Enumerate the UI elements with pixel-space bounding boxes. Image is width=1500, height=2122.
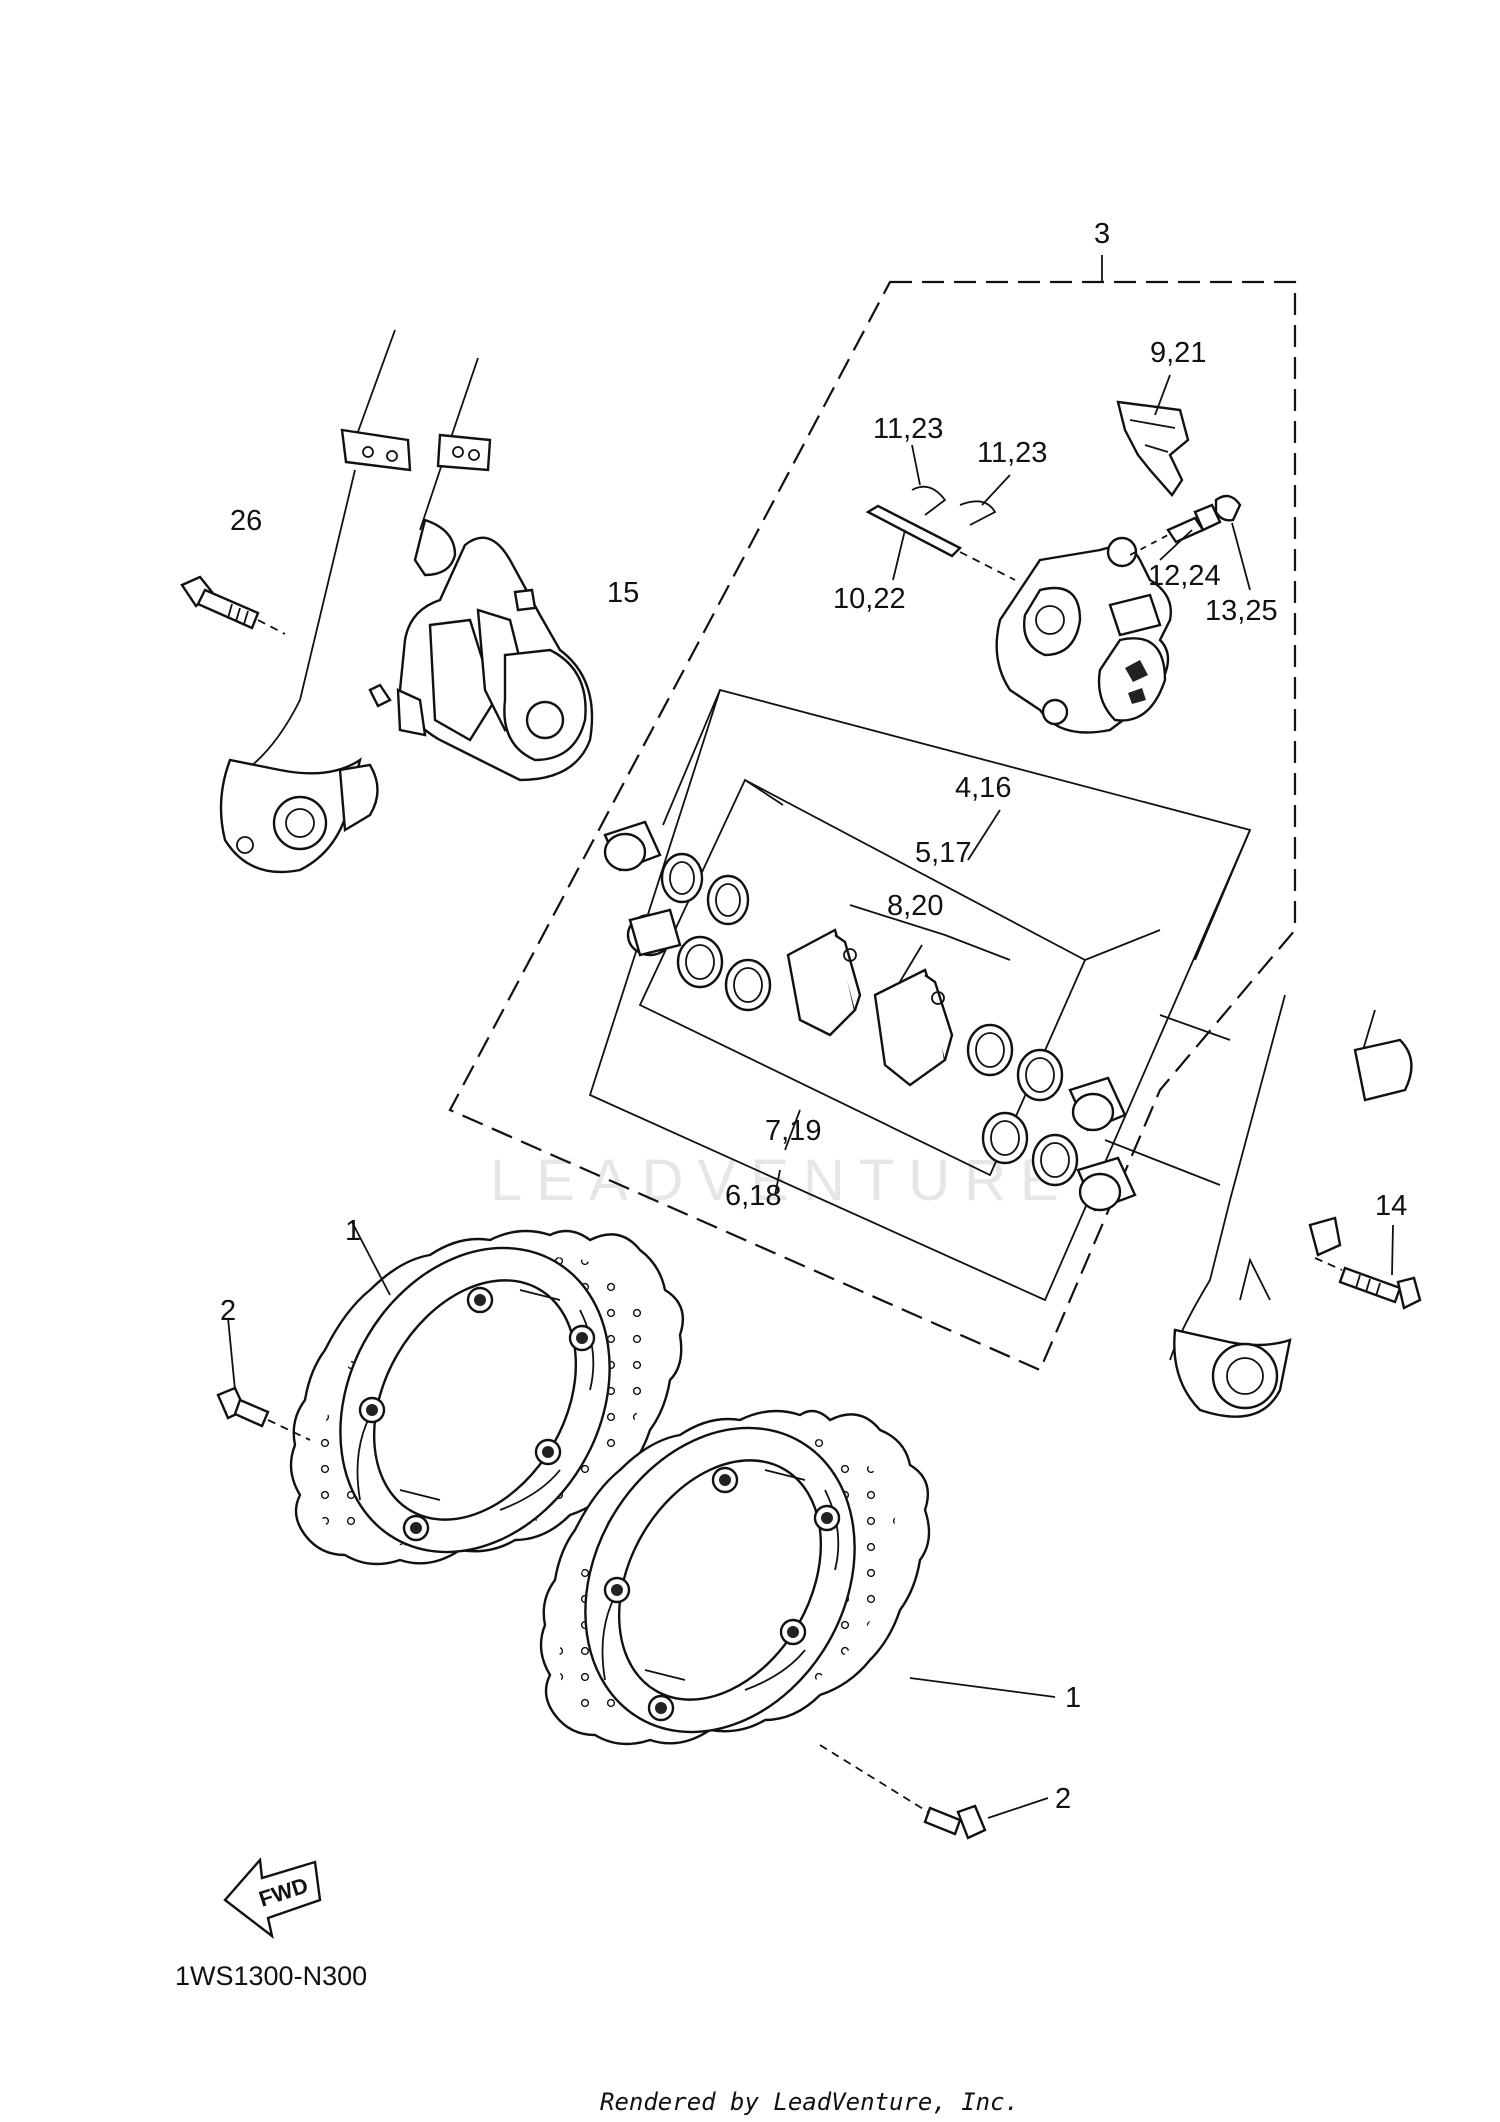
diagram-code: 1WS1300-N300 <box>175 1961 367 1991</box>
disc-bolt-2-left <box>216 1317 311 1441</box>
callout-26: 26 <box>230 505 262 537</box>
retaining-clip-11-23-b <box>959 474 1011 526</box>
caliper-bolt-14 <box>1314 1224 1422 1310</box>
brake-pad-8-20-a <box>786 928 862 1037</box>
pad-pin-10-22 <box>865 504 1016 581</box>
pad-spring-9-21 <box>1116 374 1190 497</box>
callout-11-23-a: 11,23 <box>873 413 943 445</box>
footer-credit: Rendered by LeadVenture, Inc. <box>600 2088 1019 2116</box>
callout-1-left: 1 <box>345 1215 361 1247</box>
bleeder-screw-12-24 <box>1129 503 1222 561</box>
disc-bolt-2-right <box>819 1744 1049 1840</box>
piston-right-b <box>1076 1156 1137 1212</box>
piston-seal-5-17 <box>660 852 750 926</box>
callout-6-18: 6,18 <box>725 1180 781 1212</box>
retaining-clip-11-23-a <box>911 444 947 516</box>
callout-13-25: 13,25 <box>1205 595 1278 627</box>
piston-seal-7-19 <box>966 1023 1064 1102</box>
left-fork-leg <box>219 329 492 874</box>
callout-1-right: 1 <box>1065 1682 1081 1714</box>
brake-disc-right <box>539 1409 1056 1746</box>
callout-12-24: 12,24 <box>1148 560 1221 592</box>
piston-right-a <box>1068 1076 1127 1132</box>
callout-7-19: 7,19 <box>765 1115 821 1147</box>
dust-seal-6-18 <box>676 935 772 1012</box>
right-caliper-assembly <box>995 536 1172 734</box>
callout-11-23-b: 11,23 <box>977 437 1047 469</box>
right-fork-leg <box>1169 994 1413 1418</box>
callout-2-right: 2 <box>1055 1783 1071 1815</box>
callout-3: 3 <box>1094 218 1110 250</box>
caliper-bolt-26 <box>180 575 286 635</box>
piston-4-16-a <box>603 820 662 872</box>
callout-8-20: 8,20 <box>887 890 943 922</box>
dust-seal-right <box>981 1111 1079 1187</box>
left-caliper-15 <box>396 536 594 782</box>
callout-5-17: 5,17 <box>915 837 971 869</box>
piston-4-16-b <box>626 908 682 957</box>
callout-4-16: 4,16 <box>955 772 1011 804</box>
watermark: LEADVENTURE <box>490 1148 1073 1213</box>
brake-disc-left <box>289 1221 685 1566</box>
callout-15: 15 <box>607 577 639 609</box>
bleeder-cap-13-25 <box>1214 494 1251 591</box>
caliper-assembly-dashed-box <box>448 280 1297 1372</box>
callout-14: 14 <box>1375 1190 1407 1222</box>
callout-2-left: 2 <box>220 1295 236 1327</box>
brake-pad-8-20-b <box>873 968 954 1087</box>
callout-9-21: 9,21 <box>1150 337 1206 369</box>
callout-10-22: 10,22 <box>833 583 906 615</box>
seal-kit-bracket-lines <box>588 688 1252 1302</box>
forward-arrow-icon: FWD <box>223 1857 322 1939</box>
